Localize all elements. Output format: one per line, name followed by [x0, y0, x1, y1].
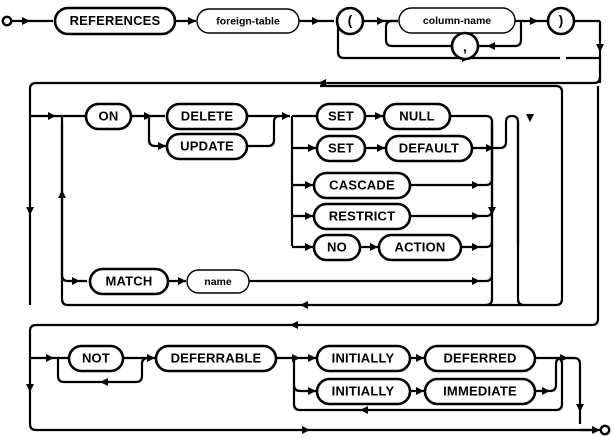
- arrow-enter-not: [46, 354, 54, 362]
- rail-default-join: [472, 114, 513, 150]
- rail-immediate-join: [535, 356, 574, 393]
- row-deferrable-clause: NOT DEFERRABLE INITIALLY DEFERRED INITIA…: [26, 344, 611, 436]
- row-references-clause: REFERENCES foreign-table ( column-name ,…: [1, 6, 604, 83]
- node-not-label: NOT: [82, 350, 110, 365]
- rail-not-bypass: [56, 356, 149, 384]
- node-action-label: ACTION: [394, 239, 445, 254]
- arrow-set2-default: [377, 144, 385, 152]
- arrow-action-join: [472, 243, 480, 251]
- arrow-initially1-deferred: [416, 354, 424, 362]
- arrow-collect-b: [526, 114, 534, 122]
- arrow-to-restrict: [305, 212, 313, 220]
- arrow-cascade-join: [472, 181, 480, 189]
- node-restrict-label: RESTRICT: [329, 208, 396, 223]
- rail-comma-loop-up: [384, 19, 398, 48]
- node-update-label: UPDATE: [180, 138, 234, 153]
- arrow-bottom-line: [302, 426, 310, 434]
- arrow-immediate-join: [542, 387, 550, 395]
- arrow-not-bypass: [100, 378, 108, 386]
- arrow-action-split: [282, 112, 290, 120]
- rail-deferred-join: [535, 356, 582, 424]
- arrow-comma-loop: [487, 42, 495, 50]
- node-foreign-table-label: foreign-table: [216, 15, 280, 27]
- end-circle: [599, 424, 611, 436]
- node-no-label: NO: [327, 239, 347, 254]
- arrow-wrap-row4: [290, 321, 298, 329]
- rail-restrict-join: [410, 209, 494, 218]
- arrow-deferred-down: [576, 404, 584, 412]
- arrow-wrap-down-row1: [596, 44, 604, 52]
- arrow-collect-a: [488, 207, 496, 215]
- start-circle: [1, 15, 13, 27]
- node-column-name-label: column-name: [423, 15, 491, 27]
- rail-default-join-down: [511, 114, 520, 246]
- rail-name-join: [249, 274, 494, 283]
- node-set-null-set-label: SET: [328, 108, 354, 123]
- arrow-to-rparen: [530, 17, 538, 25]
- arrow-match-loopback: [300, 301, 308, 309]
- arrow-initially-bypass: [360, 406, 368, 414]
- arrow-skip-deferrable: [26, 384, 34, 392]
- node-set-default-set-label: SET: [328, 140, 354, 155]
- arrow-restrict-join: [472, 212, 480, 220]
- node-on-label: ON: [99, 108, 119, 123]
- node-delete-label: DELETE: [181, 108, 234, 123]
- node-match-label: MATCH: [106, 273, 153, 288]
- rail-on-to-match-branch: [60, 116, 87, 283]
- arrow-to-columnname: [377, 17, 385, 25]
- node-deferrable-label: DEFERRABLE: [171, 350, 262, 365]
- arrow-to-initially1: [308, 354, 316, 362]
- node-name-label: name: [204, 276, 232, 288]
- rail-bypass-paren-list: [336, 21, 560, 60]
- arrow-to-cascade: [305, 181, 313, 189]
- arrow-start: [22, 17, 30, 25]
- arrow-to-update: [158, 142, 166, 150]
- arrow-to-end: [592, 426, 600, 434]
- rail-initially-fanout: [292, 358, 394, 412]
- arrow-default-join: [486, 144, 494, 152]
- rail-on-loopback-outer: [320, 84, 564, 307]
- node-immediate-label: IMMEDIATE: [443, 383, 517, 398]
- node-lparen-label: (: [348, 12, 353, 28]
- node-null-label: NULL: [399, 108, 434, 123]
- node-references-label: REFERENCES: [70, 13, 161, 28]
- rail-null-join: [450, 114, 494, 246]
- rail-comma-loop-right: [478, 21, 523, 48]
- arrow-set1-null: [375, 112, 383, 120]
- node-initially-immediate-initially-label: INITIALLY: [332, 383, 395, 398]
- arrow-to-initially2: [308, 387, 316, 395]
- wrap-row3-to-row4: [28, 86, 600, 358]
- rail-match-loopback: [60, 122, 524, 307]
- arrow-match-name: [178, 277, 186, 285]
- node-cascade-label: CASCADE: [329, 177, 395, 192]
- node-default-label: DEFAULT: [399, 140, 459, 155]
- node-initially-deferred-initially-label: INITIALLY: [332, 350, 395, 365]
- rail-skip-whole-deferrable: [28, 358, 590, 432]
- arrow-to-deferrable: [147, 354, 155, 362]
- node-rparen-label: ): [559, 12, 564, 28]
- node-deferred-label: DEFERRED: [443, 350, 516, 365]
- arrow-to-set2: [308, 144, 316, 152]
- arrow-match-loopback-up: [58, 190, 66, 198]
- arrow-no-action: [370, 243, 378, 251]
- node-comma-label: ,: [463, 39, 467, 55]
- arrow-to-match: [72, 277, 80, 285]
- rail-to-initially2: [292, 384, 316, 393]
- arrow-name-join: [472, 277, 480, 285]
- arrow-to-foreigntable: [188, 17, 196, 25]
- rail-wrap-line-row2: [28, 76, 602, 116]
- rail-update-join: [247, 114, 281, 148]
- arrow-initially2-immediate: [416, 387, 424, 395]
- arrow-enter-on: [48, 112, 56, 120]
- rail-split-to-update: [147, 116, 166, 148]
- row-match-clause: MATCH name: [58, 122, 524, 309]
- rail-wrap-line-row4: [28, 86, 600, 358]
- node-comma: [450, 31, 480, 61]
- arrow-to-lparen: [312, 17, 320, 25]
- arrow-skip-whole: [26, 207, 34, 215]
- arrow-to-no: [305, 243, 313, 251]
